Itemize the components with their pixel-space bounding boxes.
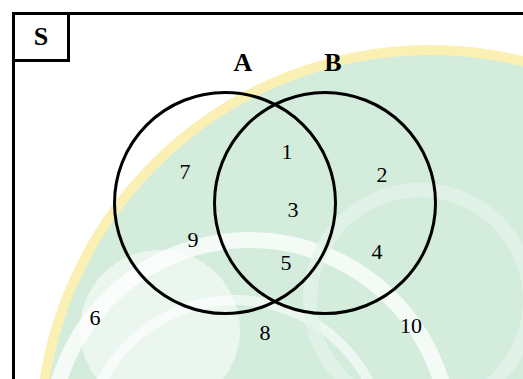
circle-outline: [213, 91, 437, 315]
element-number: 1: [282, 141, 293, 163]
circle-outline: [113, 91, 337, 315]
element-number: 4: [372, 241, 383, 263]
set-circle: A: [113, 91, 337, 315]
circle-outline: [215, 93, 436, 314]
element-number: 9: [188, 229, 199, 251]
element-number: 3: [288, 199, 299, 221]
watermark-arc: [310, 190, 523, 379]
set-label: B: [324, 50, 341, 76]
element-number: 5: [281, 252, 292, 274]
element-number: 6: [90, 307, 101, 329]
element-number: 2: [377, 164, 388, 186]
element-number: 8: [260, 322, 271, 344]
element-number: 10: [400, 315, 422, 337]
element-number: 7: [180, 161, 191, 183]
circle-outline: [115, 93, 336, 314]
set-circle: B: [213, 91, 437, 315]
set-name: S: [12, 12, 70, 62]
set-label: A: [234, 50, 253, 76]
watermark-disc: [40, 50, 523, 379]
